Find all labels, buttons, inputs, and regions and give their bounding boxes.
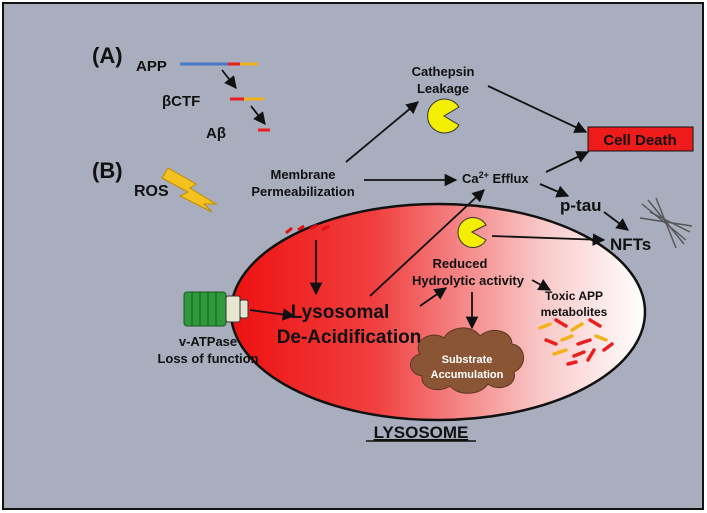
ptau-label: p-tau: [560, 196, 602, 215]
reduced-label-line1: Reduced: [433, 256, 488, 271]
nfts-label: NFTs: [610, 235, 651, 254]
arrow-deacid-to-ca: [369, 189, 485, 297]
arrow-ca-to-ptau: [539, 183, 570, 198]
vatpase-label-line2: Loss of function: [157, 351, 258, 366]
ros-label: ROS: [134, 183, 169, 200]
arrow-ptau-to-nfts: [603, 211, 630, 231]
ca-efflux-label: Ca2+ Efflux: [462, 170, 529, 186]
membrane-label-line1: Membrane: [270, 167, 335, 182]
cathepsin-label-line1: Cathepsin: [412, 64, 475, 79]
app-to-bctf-arrow: [221, 69, 237, 89]
pathway-arrows: [249, 85, 630, 330]
pacman-icon: [457, 217, 487, 248]
arrow-atpase-to-deacid: [249, 308, 296, 321]
pacman-icon: [427, 98, 460, 134]
substrate-cloud-icon: [410, 327, 524, 394]
cathepsin-label-line2: Leakage: [417, 81, 469, 96]
vatpase-label-line1: v-ATPase: [179, 334, 237, 349]
bctf-to-abeta-arrow: [250, 105, 266, 125]
lysosome-label: LYSOSOME: [374, 423, 469, 442]
app-label: APP: [136, 58, 167, 75]
lysosomal-label-line2: De-Acidification: [277, 327, 422, 348]
lysosomal-label-line1: Lysosomal: [291, 302, 390, 323]
cell-death-box: [587, 126, 694, 152]
arrow-reduced-to-toxic: [531, 278, 552, 291]
tangle-icon: [639, 197, 693, 249]
arrow-ca-to-celldeath: [545, 151, 590, 173]
arrow-cathepsin-to-celldeath: [487, 85, 588, 133]
arrow-reduced-to-nfts: [491, 233, 606, 246]
cell-death-label: Cell Death: [603, 132, 676, 149]
panel-a-label: (A): [92, 43, 123, 68]
panel-b-label: (B): [92, 158, 123, 183]
toxic-metabolite-fragments: [538, 318, 614, 366]
abeta-label: Aβ: [206, 125, 226, 142]
bctf-label: βCTF: [162, 93, 200, 110]
lightning-icon: [161, 167, 218, 213]
arrow-deacid-to-reduced: [419, 287, 448, 307]
v-atpase-icon: [183, 291, 249, 327]
toxic-label-line1: Toxic APP: [545, 289, 603, 303]
substrate-label-line1: Substrate: [442, 354, 493, 366]
toxic-label-line2: metabolites: [541, 305, 608, 319]
reduced-label-line2: Hydrolytic activity: [412, 273, 525, 288]
membrane-damage-marks: [285, 223, 330, 235]
membrane-label-line2: Permeabilization: [251, 184, 354, 199]
substrate-label-line2: Accumulation: [431, 369, 504, 381]
arrow-membrane-to-cathepsin: [345, 101, 419, 163]
